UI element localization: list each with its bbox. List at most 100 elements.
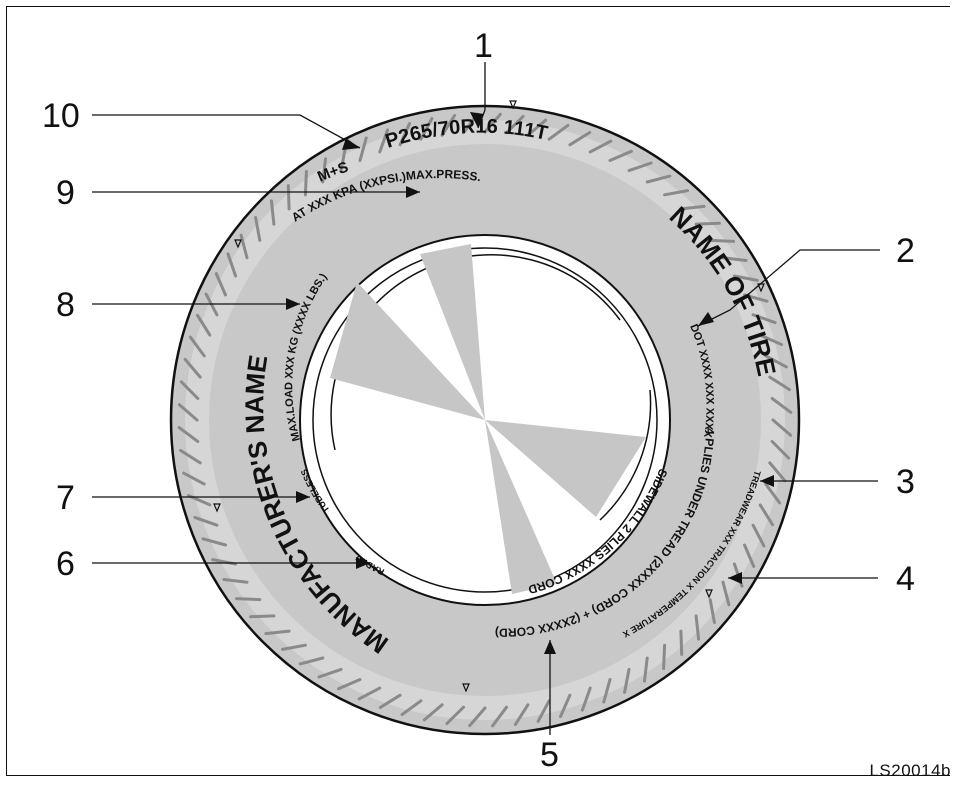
tread-mark (768, 461, 787, 483)
tread-mark (694, 221, 721, 226)
tread-mark (239, 233, 249, 260)
tread-mark (321, 157, 327, 184)
callout-4: 4 (896, 560, 915, 598)
wear-indicator-icon (705, 589, 713, 599)
tread-mark (286, 184, 291, 211)
tread-mark (358, 136, 368, 162)
callout-6: 6 (56, 545, 75, 583)
tread-mark (281, 643, 307, 651)
callout-1: 1 (474, 27, 493, 65)
tread-mark (547, 123, 570, 141)
tread-mark (536, 699, 551, 723)
tread-mark (627, 161, 653, 173)
arrowhead (698, 312, 714, 326)
tread-mark (743, 293, 769, 303)
rim-shade (420, 244, 485, 420)
tread-mark (254, 216, 262, 242)
tread-mark (770, 397, 793, 414)
tread-mark (398, 122, 411, 147)
tread-mark (483, 112, 502, 134)
tread-mark (721, 256, 748, 262)
tread-mark (177, 426, 200, 443)
arrowhead (728, 572, 742, 584)
callout-2: 2 (896, 232, 915, 270)
wear-indicator-icon (234, 239, 242, 249)
tread-mark (663, 189, 689, 197)
arrowhead (544, 640, 556, 654)
rim-shade (485, 420, 557, 594)
tread-mark (751, 523, 766, 548)
tread-mark (764, 354, 788, 369)
tread-mark (182, 471, 206, 486)
callout-3: 3 (896, 463, 915, 501)
tread-mark (183, 357, 202, 379)
tread-mark (235, 597, 262, 602)
tread-mark (440, 114, 457, 137)
tread-mark (732, 274, 759, 282)
tread-mark (679, 204, 706, 211)
wear-indicator-icon (213, 503, 221, 513)
tread-mark (378, 128, 390, 154)
tread-mark (269, 199, 276, 226)
figure-frame (6, 6, 950, 776)
leader-2 (697, 249, 880, 327)
tread-mark (188, 335, 206, 358)
arrowhead (406, 186, 420, 198)
tread-marks (177, 112, 793, 728)
callout-5: 5 (540, 736, 559, 774)
tread-mark (679, 629, 684, 656)
tread-mark (468, 706, 487, 728)
arrowhead (296, 491, 310, 503)
arrowhead (470, 112, 484, 128)
tread-mark (337, 678, 362, 691)
tread-mark (298, 656, 325, 666)
leader-arrowheads (286, 112, 774, 654)
callout-10: 10 (42, 97, 80, 135)
tread-mark (751, 313, 777, 325)
tread-mark (758, 503, 774, 527)
rim-inner-arc (330, 254, 621, 451)
tread-mark (513, 703, 530, 726)
wear-indicator-icon (462, 683, 470, 693)
tread-mark (568, 131, 592, 147)
tread-mark (201, 537, 227, 547)
tread-mark (339, 146, 347, 173)
rim-shade (330, 282, 485, 420)
arrowhead (342, 138, 360, 150)
tread-mark (179, 380, 200, 400)
tread-mark (378, 693, 402, 709)
tread-mark (445, 705, 465, 726)
tread-mark (491, 705, 508, 728)
rim-shade (485, 420, 646, 517)
tread-mark (662, 643, 667, 670)
tread-mark (196, 313, 212, 337)
tread-mark (559, 693, 572, 718)
tread-mark (608, 149, 633, 162)
rim-inner-arc-2 (599, 389, 652, 521)
callout-7: 7 (56, 479, 75, 517)
tread-mark (193, 515, 219, 527)
tread-mark (264, 629, 291, 636)
tread-mark (526, 118, 548, 137)
tread-mark (721, 580, 731, 607)
tread-mark (623, 667, 631, 694)
tread-mark (588, 139, 613, 154)
tread-mark (643, 656, 649, 683)
leader-10 (92, 114, 361, 149)
tread-mark (580, 686, 592, 712)
arrowhead (760, 475, 774, 487)
tread-mark (770, 440, 791, 460)
tread-mark (317, 667, 343, 679)
tread-mark (357, 686, 382, 701)
callout-9: 9 (56, 174, 75, 212)
tread-mark (222, 578, 249, 584)
wear-indicator-icon (509, 100, 517, 110)
callout-8: 8 (56, 286, 75, 324)
tread-mark (505, 114, 525, 135)
tread-mark (708, 598, 716, 624)
tread-mark (177, 403, 199, 422)
tread-mark (422, 703, 444, 722)
arrowhead (356, 557, 370, 569)
tread-mark (708, 238, 735, 243)
